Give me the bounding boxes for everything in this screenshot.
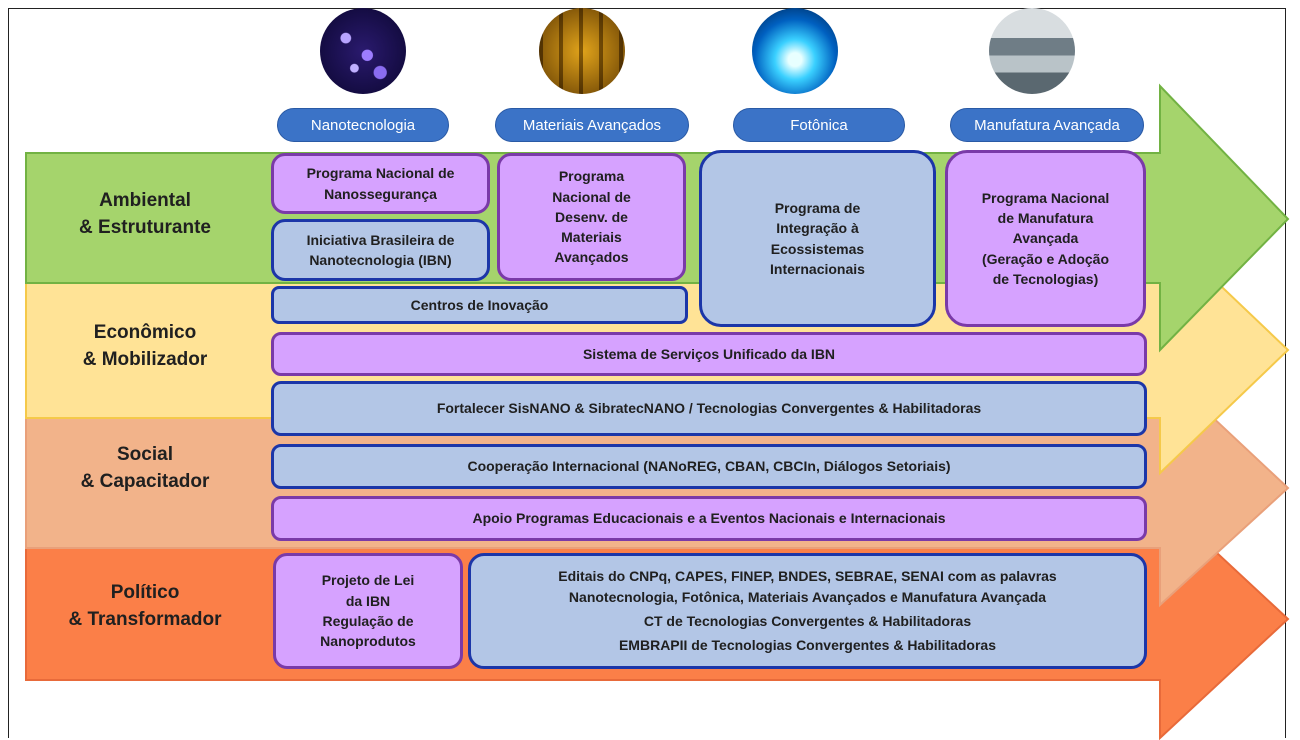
row-label-ambiental-text: Ambiental & Estruturante (79, 190, 211, 238)
pill-manufatura-avancada: Manufatura Avançada (950, 108, 1144, 142)
manufatura-image (989, 8, 1075, 94)
row-label-social: Social & Capacitador (50, 442, 240, 495)
row-label-economico: Econômico & Mobilizador (50, 320, 240, 373)
box-centros-inovacao: Centros de Inovação (271, 286, 688, 324)
row-label-ambiental: Ambiental & Estruturante (50, 188, 240, 241)
editais-line-4: EMBRAPII de Tecnologias Convergentes & H… (618, 637, 997, 654)
editais-line-1: Editais do CNPq, CAPES, FINEP, BNDES, SE… (558, 568, 1057, 585)
pill-nanotecnologia: Nanotecnologia (277, 108, 449, 142)
row-label-social-text: Social & Capacitador (80, 444, 210, 492)
box-editais: Editais do CNPq, CAPES, FINEP, BNDES, SE… (468, 553, 1147, 669)
box-sistema-servicos: Sistema de Serviços Unificado da IBN (271, 332, 1147, 376)
pill-fotonica: Fotônica (733, 108, 905, 142)
nanotecnologia-image (320, 8, 406, 94)
box-cooperacao-internacional: Cooperação Internacional (NANoREG, CBAN,… (271, 444, 1147, 489)
box-programa-nanosseguranca: Programa Nacional de Nanossegurança (271, 153, 490, 214)
box-programa-integracao: Programa de Integração à Ecossistemas In… (699, 150, 936, 327)
materiais-image (539, 8, 625, 94)
editais-line-2: Nanotecnologia, Fotônica, Materiais Avan… (568, 588, 1047, 605)
box-projeto-lei-ibn: Projeto de Lei da IBN Regulação de Nanop… (273, 553, 463, 669)
row-label-politico-text: Político & Transformador (68, 582, 222, 630)
figure-frame (8, 8, 1286, 738)
editais-line-3: CT de Tecnologias Convergentes & Habilit… (643, 613, 972, 629)
pill-materiais-avancados: Materiais Avançados (495, 108, 689, 142)
fotonica-image (752, 8, 838, 94)
box-programa-manufatura: Programa Nacional de Manufatura Avançada… (945, 150, 1146, 327)
box-fortalecer-sisnano: Fortalecer SisNANO & SibratecNANO / Tecn… (271, 381, 1147, 436)
box-apoio-programas: Apoio Programas Educacionais e a Eventos… (271, 496, 1147, 541)
row-label-politico: Político & Transformador (50, 580, 240, 633)
row-label-economico-text: Econômico & Mobilizador (82, 322, 208, 370)
box-iniciativa-ibn: Iniciativa Brasileira de Nanotecnologia … (271, 219, 490, 281)
box-programa-materiais: Programa Nacional de Desenv. de Materiai… (497, 153, 686, 281)
